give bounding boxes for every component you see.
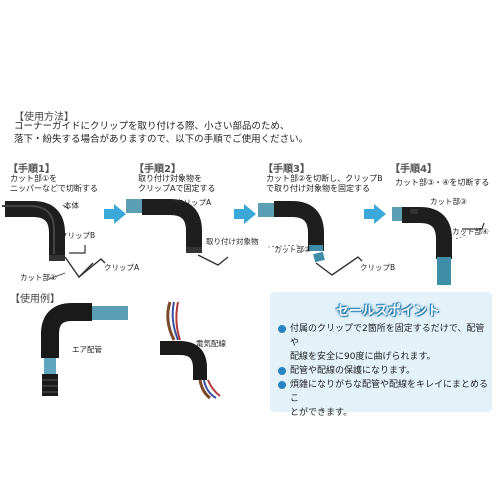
step-2-tag-target: 取り付け対象物 [206, 237, 259, 246]
step-arrow-icon [234, 204, 256, 224]
step-1-note-1: カット部①を [10, 174, 58, 183]
step-4-illustration [392, 207, 485, 285]
step-4-tag-cut-3: カット部③ [430, 197, 467, 206]
step-3-note-1: カット部②を切断し、クリップB [266, 174, 383, 183]
bullet-icon [278, 325, 286, 333]
step-2-label: 【手順2】 [134, 164, 181, 175]
step-4-note-1: カット部③・④を切断する [395, 178, 490, 187]
air-pipe-photo [41, 303, 128, 396]
step-2-tag-clip-a: クリップA [176, 198, 212, 207]
sales-point-text: 配線を安全に90度に曲げられます。 [290, 352, 436, 362]
step-2-note-1: 取り付け対象物を [138, 174, 202, 183]
sales-point-text: 付属のクリップで2箇所を固定するだけで、配管や [290, 324, 485, 348]
usage-line-2: 落下・紛失する場合がありますので、以下の手順でご使用ください。 [14, 134, 309, 145]
step-1-tag-clip-b: クリップB [60, 231, 96, 240]
step-3-note-2: で取り付け対象物を固定する [266, 184, 370, 193]
air-pipe-label: エア配管 [72, 345, 102, 354]
sales-point-text: 煩雑になりがちな配管や配線をキレイにまとめるこ [290, 380, 489, 404]
step-1-illustration [2, 201, 106, 280]
sales-point-item: 配管や配線の保護になります。 [278, 364, 490, 378]
sales-point-box: セールスポイント 付属のクリップで2箇所を固定するだけで、配管や 配線を安全に9… [270, 292, 492, 418]
examples-title: 【使用例】 [10, 294, 60, 305]
sales-point-text: 配管や配線の保護になります。 [290, 366, 416, 376]
step-1-tag-cut: カット部① [20, 273, 57, 282]
sales-point-text: とができます。 [290, 408, 353, 418]
sales-point-title: セールスポイント [336, 304, 441, 319]
sales-point-list: 付属のクリップで2箇所を固定するだけで、配管や 配線を安全に90度に曲げられます… [278, 322, 490, 420]
step-2-illustration [126, 199, 229, 266]
step-1-tag-clip-a: クリップA [104, 263, 140, 272]
sales-point-item: 煩雑になりがちな配管や配線をキレイにまとめるこ とができます。 [278, 378, 490, 420]
step-3-tag-cut: カット部② [274, 245, 311, 254]
electric-wiring-photo [160, 301, 221, 400]
usage-title: 【使用方法】 [14, 112, 74, 123]
bullet-icon [278, 381, 286, 389]
step-1-note-2: ニッパーなどで切断する [10, 184, 98, 193]
usage-line-1: コーナーガイドにクリップを取り付ける際、小さい部品のため、 [14, 121, 290, 132]
step-2-note-2: クリップAで固定する [138, 184, 216, 193]
step-1-tag-body: 本体 [64, 201, 79, 210]
sales-point-item: 付属のクリップで2箇所を固定するだけで、配管や 配線を安全に90度に曲げられます… [278, 322, 490, 364]
step-4-tag-cut-4: カット部④ [452, 227, 489, 236]
step-arrow-icon [364, 204, 386, 224]
step-arrow-icon [104, 204, 126, 224]
step-1-label: 【手順1】 [8, 164, 55, 175]
electric-wiring-label: 電気配線 [196, 339, 226, 348]
step-3-tag-clip-b: クリップB [360, 263, 396, 272]
step-4-label: 【手順4】 [390, 164, 437, 175]
step-3-label: 【手順3】 [263, 164, 310, 175]
step-3-illustration [258, 201, 363, 276]
bullet-icon [278, 367, 286, 375]
